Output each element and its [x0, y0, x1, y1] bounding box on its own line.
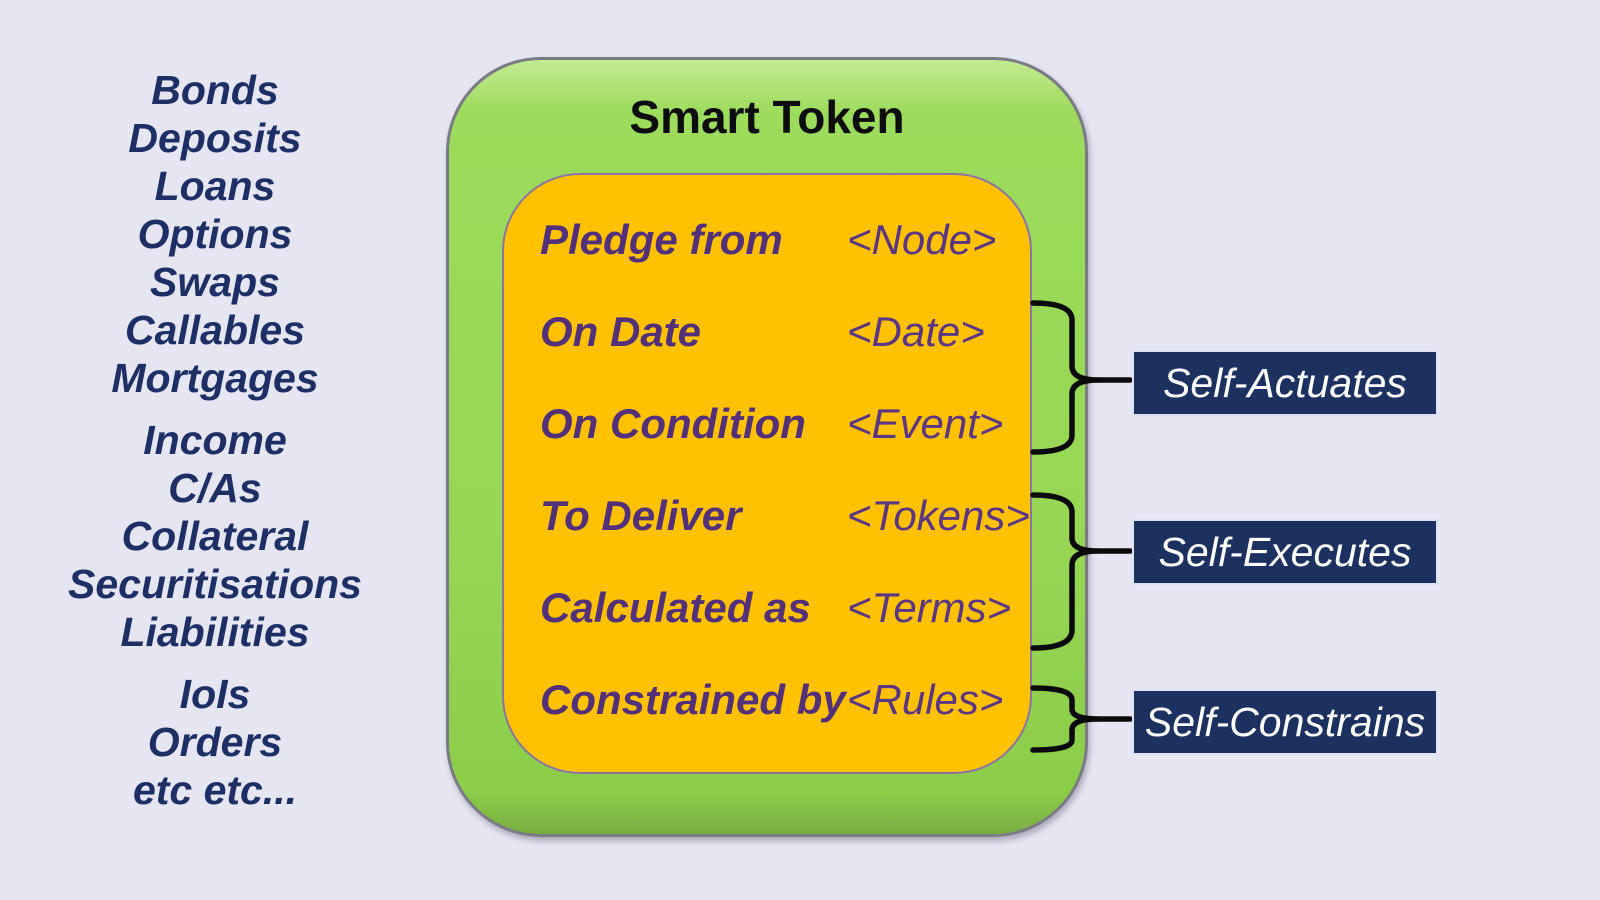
- field-value: <Node>: [847, 216, 997, 263]
- callout-self-actuates: Self-Actuates: [1132, 350, 1438, 416]
- instrument-label: Liabilities: [120, 609, 310, 655]
- field-value: <Terms>: [847, 584, 1012, 631]
- callout-self-constrains: Self-Constrains: [1132, 689, 1438, 755]
- instrument-label: Collateral: [121, 513, 309, 559]
- instrument-label: Deposits: [128, 115, 302, 161]
- instrument-label: C/As: [168, 465, 262, 511]
- field-row-pledge-from: Pledge from <Node>: [504, 194, 1030, 286]
- field-row-on-condition: On Condition <Event>: [504, 378, 1030, 470]
- instrument-label: Mortgages: [111, 355, 319, 401]
- instrument-label: IoIs: [179, 671, 251, 717]
- field-row-constrained-by: Constrained by <Rules>: [504, 654, 1030, 746]
- field-row-to-deliver: To Deliver <Tokens>: [504, 470, 1030, 562]
- instrument-label: Callables: [124, 307, 306, 353]
- instrument-label: Options: [137, 211, 293, 257]
- field-label: On Date: [540, 308, 702, 355]
- instrument-label: Orders: [147, 719, 283, 765]
- field-value: <Rules>: [847, 676, 1004, 723]
- instrument-label: etc etc...: [132, 767, 298, 813]
- instrument-label: Bonds: [151, 67, 279, 113]
- instrument-group-orders: IoIs Orders etc etc...: [30, 670, 400, 814]
- field-label: Pledge from: [540, 216, 783, 263]
- instrument-label: Loans: [154, 163, 276, 209]
- instrument-label: Securitisations: [68, 561, 362, 607]
- smart-token-box: Smart Token Pledge from <Node> On Date <…: [446, 57, 1088, 837]
- field-row-calculated-as: Calculated as <Terms>: [504, 562, 1030, 654]
- field-value: <Date>: [847, 308, 985, 355]
- callout-self-executes: Self-Executes: [1132, 519, 1438, 585]
- instrument-group-contracts: Bonds Deposits Loans Options Swaps Calla…: [30, 66, 400, 402]
- token-fields-box: Pledge from <Node> On Date <Date> On Con…: [502, 173, 1032, 774]
- field-label: Calculated as: [540, 584, 811, 631]
- field-label: On Condition: [540, 400, 806, 447]
- instrument-label: Income: [143, 417, 287, 463]
- field-value: <Event>: [847, 400, 1004, 447]
- instrument-list: Bonds Deposits Loans Options Swaps Calla…: [30, 66, 400, 828]
- field-row-on-date: On Date <Date>: [504, 286, 1030, 378]
- smart-token-title: Smart Token: [629, 91, 905, 143]
- instrument-group-positions: Income C/As Collateral Securitisations L…: [30, 416, 400, 656]
- field-label: To Deliver: [540, 492, 742, 539]
- field-label: Constrained by: [540, 676, 846, 723]
- field-value: <Tokens>: [847, 492, 1030, 539]
- instrument-label: Swaps: [150, 259, 280, 305]
